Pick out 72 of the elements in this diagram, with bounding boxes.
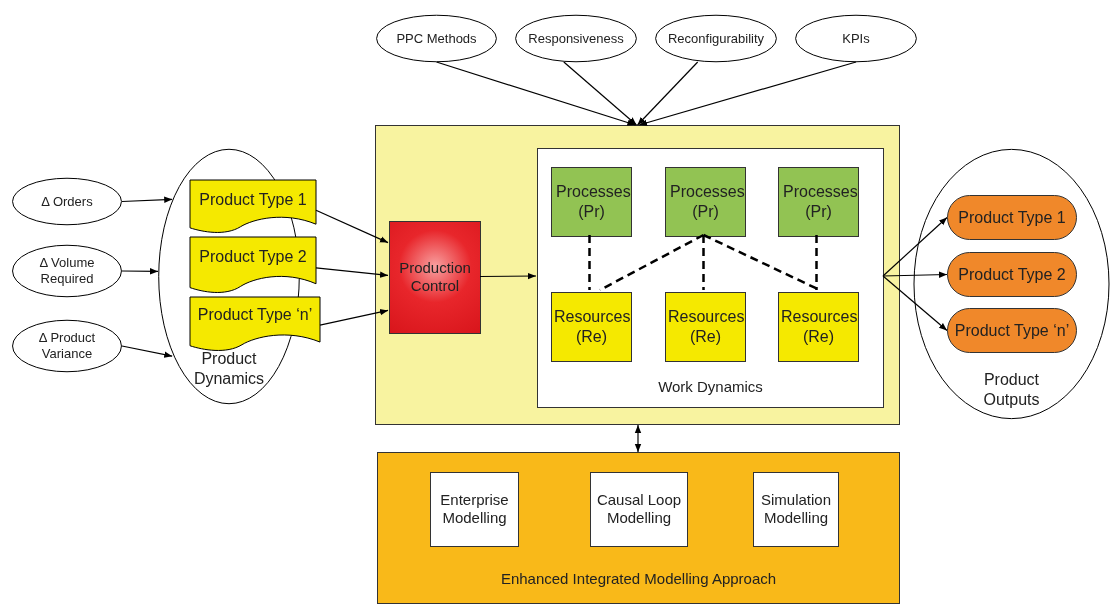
method-box — [753, 472, 839, 547]
oval-node — [655, 15, 777, 62]
arrow — [882, 275, 948, 332]
arrow — [636, 61, 699, 126]
arrow — [315, 267, 389, 278]
arrow — [563, 61, 638, 126]
rounded-node — [947, 308, 1077, 353]
group-title: Product Dynamics — [192, 349, 266, 389]
process-box — [778, 167, 859, 237]
dashed-line — [702, 235, 705, 290]
arrow — [319, 308, 389, 326]
node-label: Simulation Modelling — [759, 490, 832, 529]
process-box — [389, 221, 481, 334]
node-label: Resources (Re) — [667, 307, 745, 347]
node-label: Causal Loop Modelling — [595, 490, 683, 529]
resource-box — [778, 292, 859, 362]
document-node — [190, 297, 320, 350]
node-label: KPIs — [841, 30, 871, 47]
node-label: Δ Orders — [40, 193, 94, 210]
oval-node — [12, 178, 122, 225]
resource-box — [665, 292, 746, 362]
arrow — [121, 345, 173, 358]
document-node — [190, 180, 316, 232]
arrow — [882, 271, 948, 278]
node-label: Δ Volume Required — [38, 254, 96, 288]
node-label: Product Type 1 — [198, 190, 308, 210]
node-label: Processes (Pr) — [782, 182, 858, 222]
arrow — [882, 216, 948, 277]
node-label: Processes (Pr) — [669, 182, 745, 222]
node-label: Production Control — [398, 258, 472, 297]
arrow — [315, 209, 389, 244]
node-label: Product Type ‘n’ — [953, 320, 1071, 341]
oval-node — [12, 245, 122, 297]
oval-node — [376, 15, 497, 62]
dashed-line — [815, 235, 818, 290]
double-arrow — [634, 424, 642, 453]
node-label: Δ Product Variance — [37, 329, 97, 363]
node-label: PPC Methods — [395, 30, 478, 47]
node-label: Processes (Pr) — [555, 182, 631, 222]
method-box — [430, 472, 519, 547]
group-box — [537, 148, 884, 408]
process-box — [551, 167, 632, 237]
node-label: Reconfigurability — [666, 30, 766, 47]
panel — [375, 125, 900, 425]
method-box — [590, 472, 688, 547]
node-label: Enterprise Modelling — [439, 490, 510, 529]
group-title: Work Dynamics — [657, 378, 764, 397]
resource-box — [551, 292, 632, 362]
group-title: Enhanced Integrated Modelling Approach — [499, 570, 778, 589]
arrow — [638, 61, 857, 126]
node-label: Responsiveness — [527, 30, 625, 47]
arrow — [479, 272, 537, 280]
oval-node — [515, 15, 637, 62]
arrow — [121, 268, 159, 275]
document-node — [190, 237, 316, 292]
oval-node — [795, 15, 917, 62]
oval-group — [913, 148, 1110, 420]
arrow — [435, 61, 636, 126]
node-label: Product Type ‘n’ — [196, 305, 314, 325]
process-box — [665, 167, 746, 237]
node-label: Resources (Re) — [553, 307, 631, 347]
panel — [377, 452, 900, 604]
dashed-line — [588, 235, 591, 290]
rounded-node — [947, 252, 1077, 297]
oval-node — [12, 320, 122, 372]
node-label: Product Type 1 — [957, 207, 1067, 228]
node-label: Resources (Re) — [780, 307, 858, 347]
group-title: Product Outputs — [982, 370, 1041, 410]
node-label: Product Type 2 — [198, 247, 308, 267]
rounded-node — [947, 195, 1077, 240]
node-label: Product Type 2 — [957, 264, 1067, 285]
arrow — [121, 196, 173, 203]
